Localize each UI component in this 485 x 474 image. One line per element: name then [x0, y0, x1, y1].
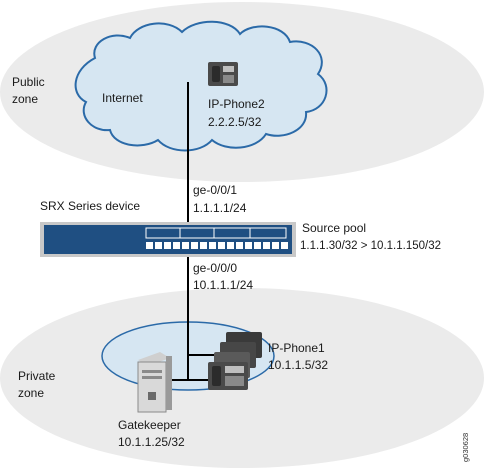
private-zone-label-line2: zone — [18, 386, 44, 400]
figure-id: g030628 — [461, 433, 470, 462]
interface-top-name: ge-0/0/1 — [193, 183, 237, 197]
private-zone-label-line1: Private — [18, 369, 56, 383]
srx-device-icon — [40, 222, 296, 257]
ip-phone2-name: IP-Phone2 — [208, 97, 265, 111]
ip-phone1-name: IP-Phone1 — [268, 341, 325, 355]
internet-label: Internet — [102, 91, 143, 105]
gatekeeper-name: Gatekeeper — [118, 418, 181, 432]
gatekeeper-server-icon — [137, 352, 172, 413]
public-zone-label-line2: zone — [12, 92, 38, 106]
srx-device-label: SRX Series device — [40, 199, 140, 213]
public-zone-label-line1: Public — [12, 75, 45, 89]
internet-cloud — [74, 20, 328, 152]
source-pool-mapping: 1.1.1.30/32 > 10.1.1.150/32 — [300, 240, 441, 252]
ip-phone2-icon — [208, 62, 238, 86]
interface-bottom-name: ge-0/0/0 — [193, 261, 237, 275]
interface-top-address: 1.1.1.1/24 — [193, 201, 247, 215]
gatekeeper-address: 10.1.1.25/32 — [118, 435, 185, 449]
ip-phone1-icon — [208, 332, 262, 390]
interface-bottom-address: 10.1.1.1/24 — [193, 278, 253, 292]
source-pool-label: Source pool — [302, 221, 366, 235]
ip-phone2-address: 2.2.2.5/32 — [208, 115, 262, 129]
ip-phone1-address: 10.1.1.5/32 — [268, 358, 328, 372]
